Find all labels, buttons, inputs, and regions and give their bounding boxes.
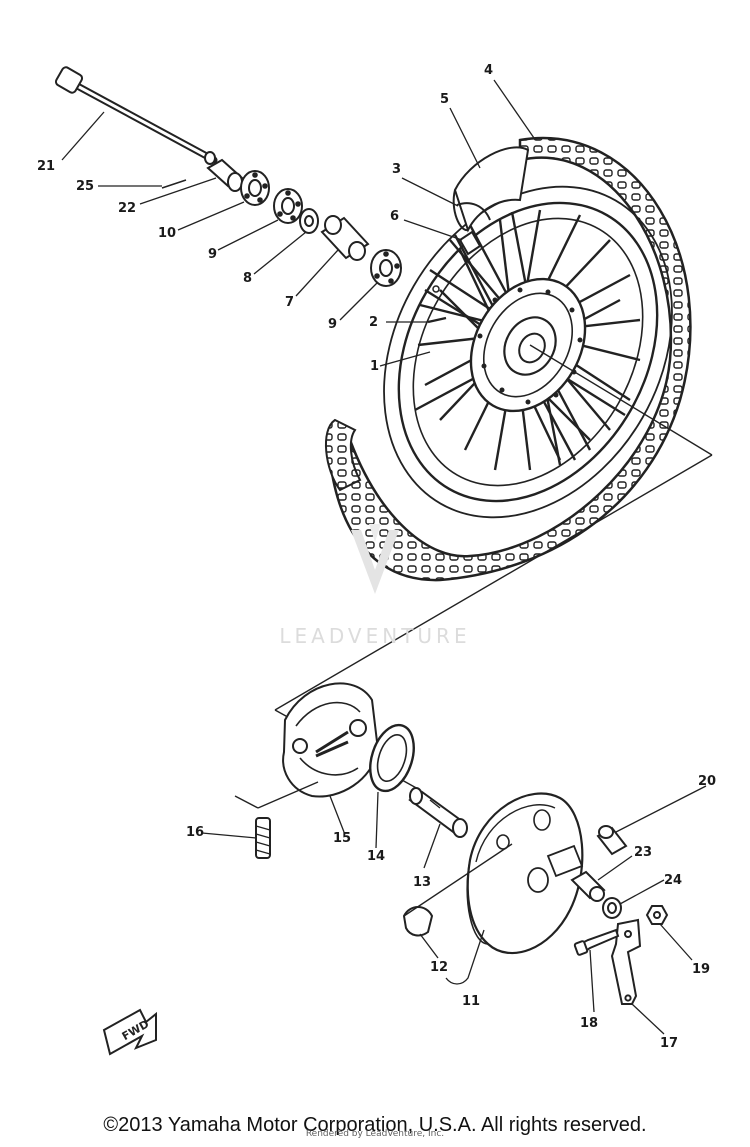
callout-12: 12: [430, 960, 449, 975]
fwd-arrow: FWD: [102, 1008, 157, 1056]
leader-lines: [61, 79, 707, 1035]
callout-18: 18: [580, 1016, 599, 1031]
spoke-nipple: [427, 316, 447, 324]
callout-24: 24: [664, 873, 683, 888]
callout-7: 7: [285, 295, 295, 310]
callout-11: 11: [462, 994, 481, 1009]
callout-19: 19: [692, 962, 711, 977]
callout-10: 10: [158, 226, 177, 241]
cap: [402, 843, 513, 937]
axle: [54, 66, 218, 165]
callout-15: 15: [333, 831, 352, 846]
front-wheel: [324, 136, 692, 582]
cam-lever: [610, 918, 642, 1005]
brake-shoes: [282, 682, 380, 798]
callout-17: 17: [660, 1036, 679, 1051]
lever-nut: [645, 905, 669, 925]
bearing: [273, 188, 303, 224]
valve: [458, 230, 482, 256]
oil-seal: [369, 723, 415, 793]
brake-shoe-plate: [466, 792, 584, 955]
callout-16: 16: [186, 825, 205, 840]
bushing-24: [602, 897, 622, 919]
shoe-spring: [234, 781, 319, 859]
inner-tube: [453, 146, 530, 233]
collar-20: [596, 825, 628, 856]
collar: [206, 158, 244, 192]
callout-8: 8: [243, 271, 253, 286]
callout-21: 21: [37, 159, 56, 174]
collar-23: [570, 870, 606, 902]
rendered-by-notice: Rendered by LeadVenture, Inc.: [305, 1129, 445, 1139]
cotter-pin: [161, 179, 187, 189]
callout-25: 25: [76, 179, 95, 194]
callout-13: 13: [413, 875, 432, 890]
callout-4: 4: [484, 63, 494, 78]
callout-5: 5: [440, 92, 450, 107]
spacer-flange: [299, 208, 319, 234]
spacer: [320, 215, 370, 261]
bearing: [370, 249, 402, 287]
callout-9-bearing-left: 9: [208, 247, 218, 262]
callout-20: 20: [698, 774, 717, 789]
copyright-notice: ©2013 Yamaha Motor Corporation, U.S.A. A…: [103, 1114, 647, 1136]
brake-camshaft: [408, 787, 468, 838]
callout-1: 1: [370, 359, 380, 374]
callout-6: 6: [390, 209, 400, 224]
callout-22: 22: [118, 201, 137, 216]
callout-14: 14: [367, 849, 386, 864]
rim-band: [456, 202, 491, 221]
callout-23: 23: [634, 845, 653, 860]
callout-2: 2: [369, 315, 379, 330]
stopper-parts: [570, 825, 628, 919]
axle-parts: [161, 158, 402, 287]
callout-9-bearing-right: 9: [328, 317, 338, 332]
lever-bolt: [573, 928, 620, 956]
callout-3: 3: [392, 162, 402, 177]
bearing: [240, 170, 270, 206]
